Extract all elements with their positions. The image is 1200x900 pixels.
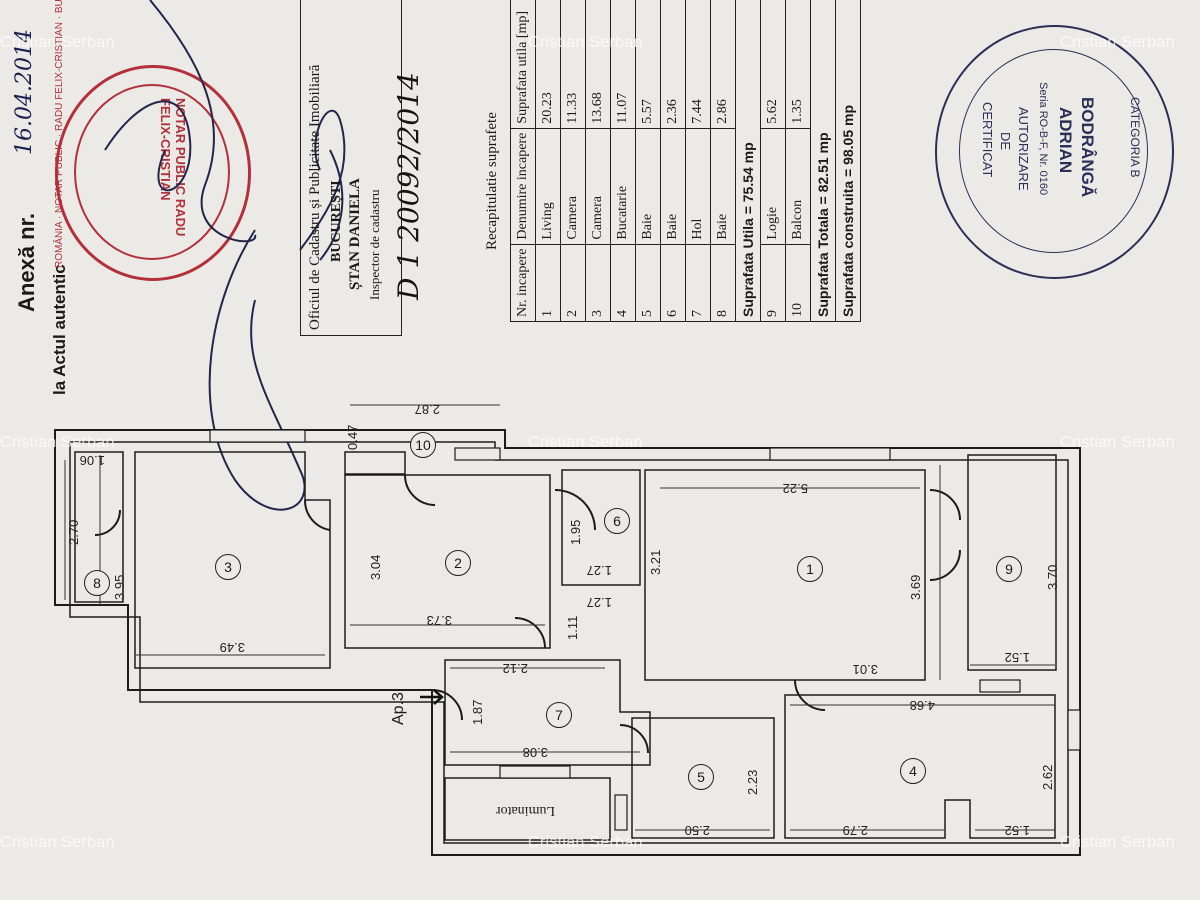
dimension-label: 3.95 [112,574,127,600]
room-number: 6 [604,508,630,534]
dimension-label: 1.11 [565,615,580,640]
watermark: Cristian Serban [1060,834,1175,851]
dimension-label: 3.04 [368,554,383,580]
entrance-arrow-icon [420,689,444,705]
watermark: Cristian Serban [528,34,643,51]
dimension-label: 3.69 [908,574,923,600]
dimension-label: 3.08 [522,745,548,760]
watermark: Cristian Serban [528,434,643,451]
room-number: 8 [84,570,110,596]
room-number: 7 [546,702,572,728]
dimension-label: 1.87 [470,699,485,725]
dimension-label: 1.95 [568,519,583,545]
dimension-label: 1.27 [586,563,612,578]
luminator-label: Luminator [495,803,555,818]
watermark: Cristian Serban [0,834,115,851]
dimension-label: 2.62 [1040,764,1055,790]
watermark: Cristian Serban [0,34,115,51]
watermark: Cristian Serban [0,434,115,451]
room-number: 4 [900,758,926,784]
dimension-label: 0.47 [345,424,360,450]
authorization-stamp: CERTIFICAT DE AUTORIZARE Seria RO-B-F, N… [935,25,1174,279]
dimension-label: 4.68 [909,698,935,713]
dimension-label: 2.70 [66,519,81,545]
room-number: 3 [215,554,241,580]
dimension-label: 5.22 [782,481,808,496]
notary-stamp: NOTAR PUBLIC RADU FELIX-CRISTIAN ROMÂNIA… [54,0,251,281]
watermark: Cristian Serban [528,834,643,851]
dimension-label: 1.52 [1004,823,1030,838]
cadastre-stamp-box: Oficiul de Cadastru și Publicitate Imobi… [300,0,402,336]
room-number: 9 [996,556,1022,582]
dimension-label: 2.23 [745,769,760,795]
watermark: Cristian Serban [1060,34,1175,51]
dimension-label: 1.52 [1004,650,1030,665]
entrance-label: Ap.3 [390,692,407,725]
dimension-label: 2.50 [684,823,710,838]
dimension-label: 2.79 [842,823,868,838]
dimension-label: 3.01 [852,662,878,677]
room-number: 10 [410,432,436,458]
room-number: 2 [445,550,471,576]
dimension-label: 3.70 [1045,564,1060,590]
dimension-label: 3.73 [426,613,452,628]
room-number: 1 [797,556,823,582]
dimension-label: 2.87 [414,402,440,417]
dimension-label: 1.06 [79,453,105,468]
dimension-label: 2.12 [502,661,528,676]
watermark: Cristian Serban [1060,434,1175,451]
dimension-label: 3.49 [219,640,245,655]
dimension-label: 3.21 [648,549,663,575]
room-number: 5 [688,764,714,790]
dimension-label: 1.27 [586,595,612,610]
